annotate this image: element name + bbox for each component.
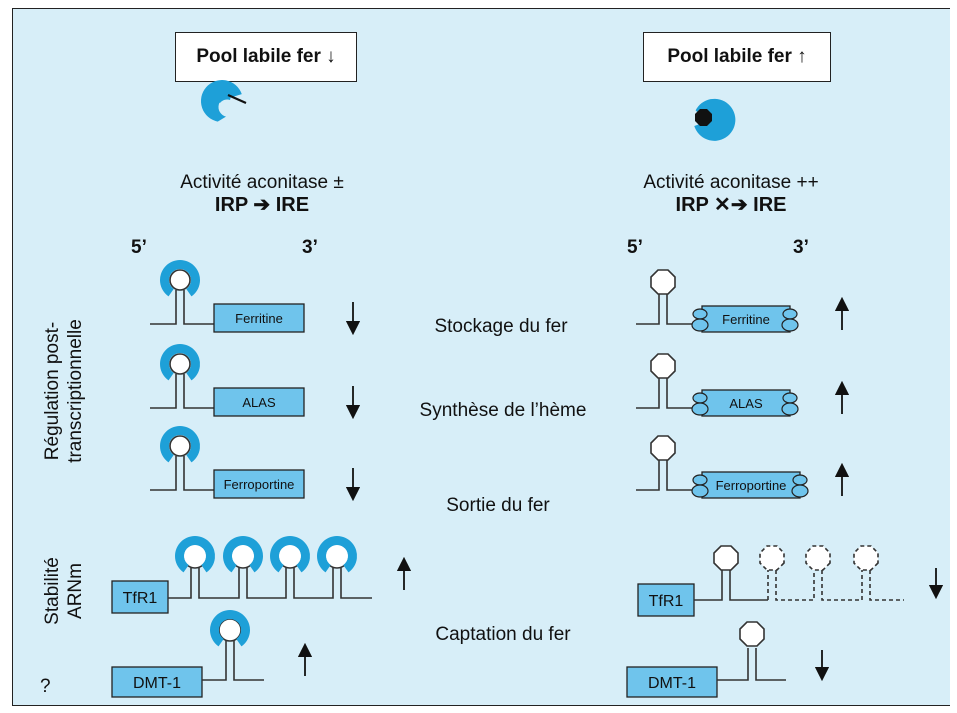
left-ferroportine-label: Ferroportine [224, 477, 295, 492]
right-tfr1-label: TfR1 [649, 593, 684, 610]
right-activity-label: Activité aconitase ++ [643, 172, 819, 193]
right-ferritine-ribosome-left-top [692, 308, 708, 320]
left-tfr1-irp-2 [223, 536, 263, 573]
left-ferritine-loop [169, 269, 191, 291]
left-ferroportine-loop [169, 435, 191, 457]
right-alas-ribosome-right-top [782, 392, 798, 404]
right-alas-ribosome-left-bottom [691, 402, 709, 416]
left-alas-mrna [150, 374, 214, 409]
right-alas-loop [650, 353, 676, 379]
left-five-prime: 5’ [131, 237, 147, 258]
right-ferroportine-loop [650, 435, 676, 461]
left-ferroportine-irp [160, 425, 200, 463]
left-dmt1-box [111, 666, 203, 698]
right-alas-mrna [636, 378, 694, 409]
left-ferritine-label: Ferritine [235, 311, 283, 326]
right-ferritine-ribosome-left-bottom [691, 318, 709, 332]
irp-closed-icon [694, 98, 736, 141]
left-alas-box [213, 387, 305, 417]
left-alas-loop [169, 353, 191, 375]
left-dmt1-irp [210, 610, 250, 647]
right-dmt1-label: DMT-1 [648, 675, 696, 692]
left-dmt1-loop [218, 618, 242, 642]
question-mark: ? [40, 676, 51, 697]
heme-label: Synthèse de l’hème [419, 400, 587, 421]
left-tfr1-mrna [168, 568, 372, 599]
right-alas-ribosome-right-bottom [781, 402, 799, 416]
right-tfr1-loop-2 [759, 545, 785, 571]
pool-low-iron-box: Pool labile fer ↓ [175, 32, 357, 82]
right-ferritine-label: Ferritine [722, 312, 770, 327]
irp-open-icon [200, 80, 247, 122]
right-dmt1-mrna [717, 648, 786, 681]
left-tfr1-irp-1 [175, 536, 215, 573]
right-tfr1-mrna-degraded [767, 570, 904, 601]
right-five-prime: 5’ [627, 237, 643, 258]
left-tfr1-label: TfR1 [123, 590, 158, 607]
right-ferritine-loop [650, 269, 676, 295]
left-ferritine-irp [160, 260, 200, 297]
captation-label: Captation du fer [435, 624, 571, 645]
left-three-prime: 3’ [302, 237, 318, 258]
pool-low-iron-label: Pool labile fer ↓ [196, 46, 336, 67]
left-dmt1-label: DMT-1 [133, 675, 181, 692]
right-three-prime: 3’ [793, 237, 809, 258]
left-tfr1-box [111, 580, 169, 614]
right-irp-ire-label: IRP ✕➔ IRE [675, 194, 787, 216]
left-tfr1-irp-3 [269, 536, 310, 573]
left-dmt1-mrna [202, 640, 264, 681]
right-ferroportine-ribosome-right-top [792, 474, 808, 486]
stockage-label: Stockage du fer [434, 316, 568, 337]
right-alas-label: ALAS [729, 396, 763, 411]
right-ferritine-mrna [636, 294, 694, 325]
right-tfr1-mrna [694, 570, 768, 601]
left-tfr1-irp-4 [317, 536, 357, 573]
right-tfr1-loop-3 [805, 545, 831, 571]
right-ferroportine-mrna [636, 460, 694, 491]
right-ferroportine-label: Ferroportine [716, 478, 787, 493]
right-ferritine-ribosome-right-bottom [781, 318, 799, 332]
right-ferroportine-ribosome-left-bottom [691, 484, 709, 498]
left-alas-label: ALAS [242, 395, 276, 410]
left-ferritine-box [213, 303, 305, 333]
right-ferritine-box [701, 305, 791, 333]
pool-high-iron-box: Pool labile fer ↑ [643, 32, 831, 82]
right-alas-ribosome-left-top [692, 392, 708, 404]
right-ferroportine-ribosome-right-bottom [791, 484, 809, 498]
left-activity-label: Activité aconitase ± [180, 172, 344, 193]
left-alas-irp [160, 343, 200, 381]
left-ferroportine-box [213, 469, 305, 499]
sortie-label: Sortie du fer [446, 495, 550, 516]
left-ferritine-mrna [150, 290, 214, 325]
left-irp-ire-label: IRP ➔ IRE [214, 194, 310, 216]
left-ferroportine-mrna [150, 456, 214, 491]
right-dmt1-box [626, 666, 718, 698]
right-ferroportine-ribosome-left-top [692, 474, 708, 486]
pool-high-iron-label: Pool labile fer ↑ [667, 46, 807, 67]
right-ferritine-ribosome-right-top [782, 308, 798, 320]
right-tfr1-box [637, 583, 695, 617]
right-tfr1-loop-4 [853, 545, 879, 571]
right-dmt1-loop [739, 621, 765, 647]
right-tfr1-loop-1 [713, 545, 739, 571]
